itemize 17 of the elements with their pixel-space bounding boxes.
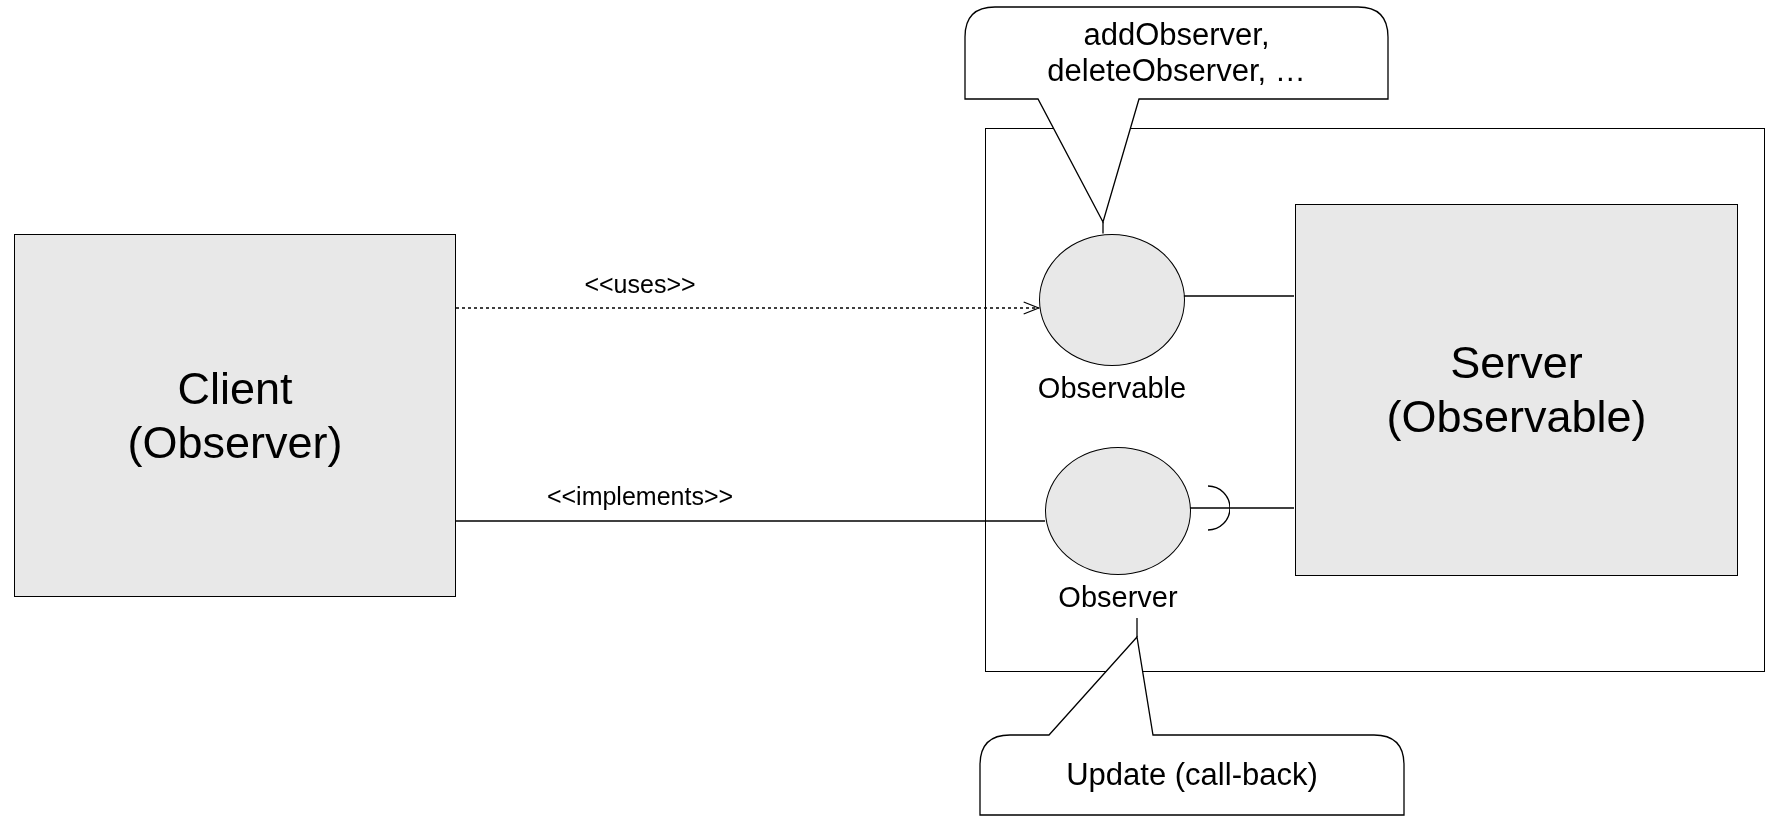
connector-line xyxy=(455,520,1046,522)
connector-line xyxy=(455,301,1040,315)
callout-balloon xyxy=(980,637,1404,815)
component-box xyxy=(1295,204,1738,576)
container-box xyxy=(985,128,1765,672)
interface-label: Observable xyxy=(1037,372,1187,405)
interface-label: Observer xyxy=(1058,581,1178,614)
callout-balloon xyxy=(965,7,1388,222)
node-text: Server (Observable) xyxy=(1385,336,1648,444)
node-text: Client (Observer) xyxy=(126,361,344,470)
callout-text: Update (call-back) xyxy=(1065,756,1319,795)
callout-text: addObserver, deleteObserver, … xyxy=(1046,16,1307,90)
component-box xyxy=(14,234,456,597)
connector-line xyxy=(1183,295,1295,297)
leader-line xyxy=(1136,617,1138,638)
leader-line xyxy=(1102,221,1104,235)
connector-line xyxy=(1189,485,1295,531)
